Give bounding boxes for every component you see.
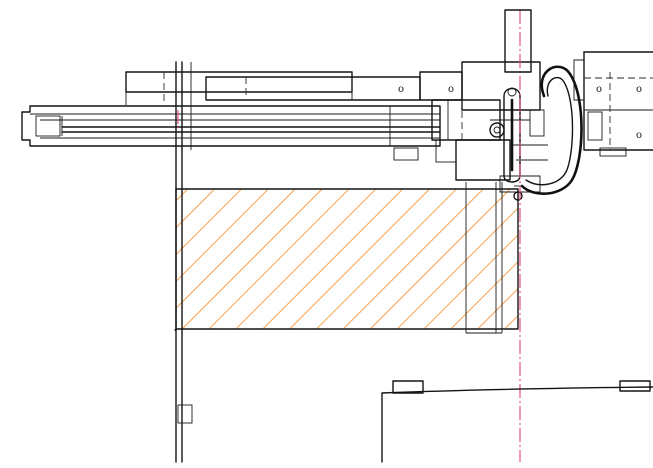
housing-bearing xyxy=(489,122,505,138)
housing-top-block xyxy=(461,61,541,111)
hook-tip xyxy=(513,191,523,201)
right-housing-foot xyxy=(599,147,627,157)
hook-icon xyxy=(503,65,583,201)
right-housing-body xyxy=(583,51,653,151)
hook-clamp xyxy=(529,109,545,137)
arm-support-pad xyxy=(393,147,419,161)
base-frame xyxy=(381,380,653,463)
arm-outer-profile xyxy=(21,105,441,147)
housing-side-tab xyxy=(435,139,457,163)
housing-foot xyxy=(499,175,541,193)
housing-mid-block xyxy=(431,99,501,141)
base-frame-pad-right xyxy=(619,380,651,392)
housing-low-block xyxy=(455,139,511,181)
arm-end-cap xyxy=(35,115,61,137)
right-housing-pad xyxy=(587,111,603,141)
carriage-upper-block xyxy=(125,71,353,93)
mark-o-1: o xyxy=(398,84,404,95)
right-housing-flange xyxy=(573,59,585,101)
mark-o-4: o xyxy=(636,84,642,95)
hatched-block xyxy=(175,182,519,334)
top-carriage xyxy=(125,71,421,105)
hook-outer-curve xyxy=(520,65,583,195)
base-frame-outline xyxy=(381,386,653,463)
hatch-fill xyxy=(176,189,518,329)
top-shaft xyxy=(504,9,532,73)
right-housing xyxy=(573,51,653,157)
mark-o-2: o xyxy=(448,84,454,95)
housing-top-left xyxy=(419,71,463,101)
carriage-lower-block xyxy=(205,76,421,101)
drawing-marks: o o o o o xyxy=(398,84,642,141)
hook-inner-curve xyxy=(525,77,574,186)
centerlines xyxy=(177,9,532,462)
horizontal-arm xyxy=(21,105,441,161)
column-foot-block xyxy=(177,404,193,424)
mark-o-5: o xyxy=(636,130,642,141)
central-housing xyxy=(419,61,548,193)
mark-o-3: o xyxy=(596,84,602,95)
base-frame-pad-left xyxy=(392,380,424,394)
